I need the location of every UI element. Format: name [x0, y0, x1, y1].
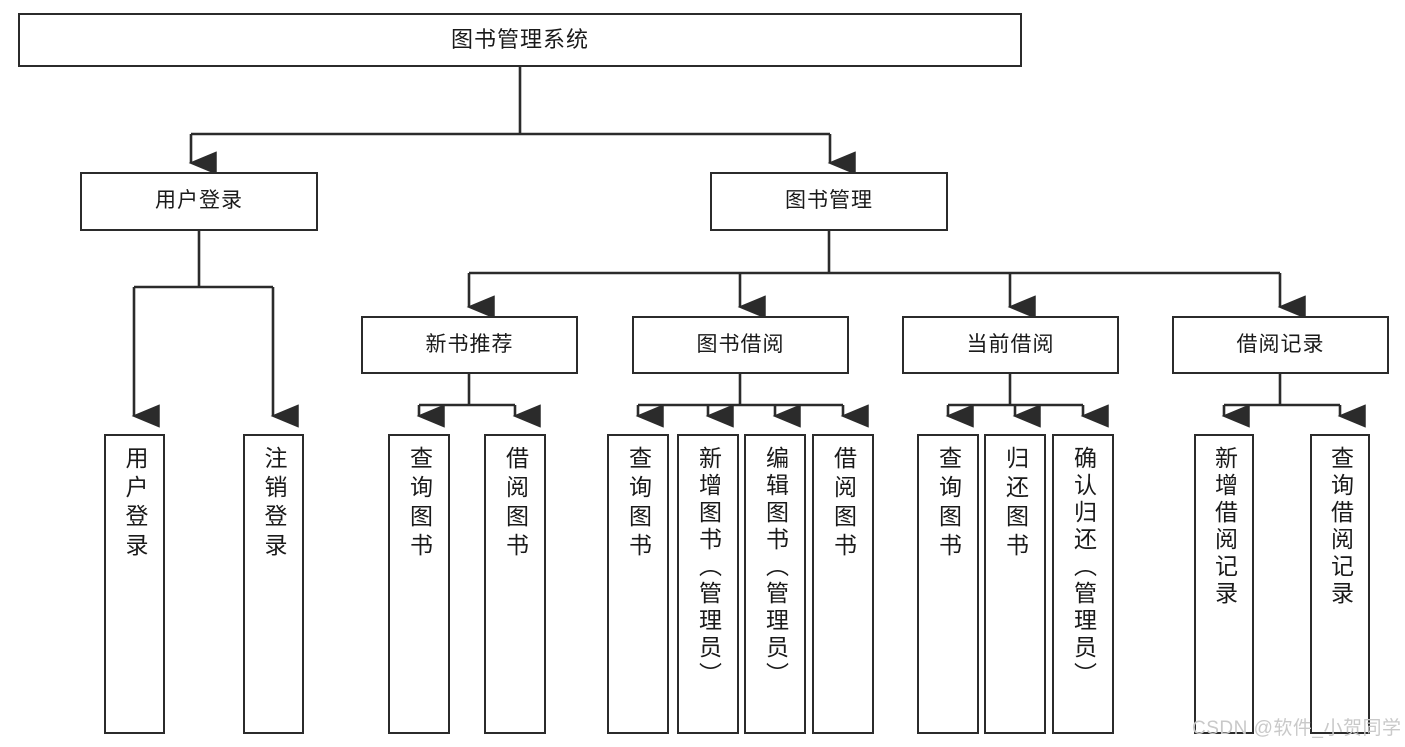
leaf-confirm-return[interactable]: 确认归还（管理员） [1052, 434, 1114, 734]
leaf-query-book-2-label: 查询图书 [625, 446, 652, 562]
leaf-user-logout-label: 注销登录 [261, 446, 287, 562]
node-book-borrow[interactable]: 图书借阅 [632, 316, 849, 374]
node-current-borrow-label: 当前借阅 [966, 332, 1055, 356]
node-book-borrow-label: 图书借阅 [696, 332, 785, 356]
leaf-user-login-label: 用户登录 [122, 446, 148, 562]
node-user-login[interactable]: 用户登录 [80, 172, 318, 231]
leaf-return-book[interactable]: 归还图书 [984, 434, 1046, 734]
leaf-add-record-label: 新增借阅记录 [1211, 446, 1238, 608]
leaf-query-book-2[interactable]: 查询图书 [607, 434, 669, 734]
leaf-borrow-book-1[interactable]: 借阅图书 [484, 434, 546, 734]
csdn-watermark: CSDN @软件_小贺同学 [1192, 718, 1402, 739]
node-book-manage[interactable]: 图书管理 [710, 172, 948, 231]
leaf-query-book-3[interactable]: 查询图书 [917, 434, 979, 734]
node-root[interactable]: 图书管理系统 [18, 13, 1022, 67]
node-new-book-rec-label: 新书推荐 [425, 332, 514, 356]
leaf-borrow-book-1-label: 借阅图书 [502, 446, 529, 562]
leaf-query-book-3-label: 查询图书 [935, 446, 962, 562]
leaf-borrow-book-2[interactable]: 借阅图书 [812, 434, 874, 734]
node-new-book-rec[interactable]: 新书推荐 [361, 316, 578, 374]
leaf-confirm-return-label: 确认归还（管理员） [1070, 446, 1097, 689]
leaf-edit-book-label: 编辑图书（管理员） [762, 446, 789, 689]
node-user-login-label: 用户登录 [155, 189, 243, 213]
leaf-borrow-book-2-label: 借阅图书 [830, 446, 857, 562]
node-current-borrow[interactable]: 当前借阅 [902, 316, 1119, 374]
leaf-return-book-label: 归还图书 [1002, 446, 1029, 562]
leaf-add-record[interactable]: 新增借阅记录 [1194, 434, 1254, 734]
node-borrow-record[interactable]: 借阅记录 [1172, 316, 1389, 374]
leaf-user-login[interactable]: 用户登录 [104, 434, 165, 734]
leaf-add-book-label: 新增图书（管理员） [695, 446, 722, 689]
leaf-add-book[interactable]: 新增图书（管理员） [677, 434, 739, 734]
leaf-query-book-1-label: 查询图书 [406, 446, 433, 562]
leaf-query-record-label: 查询借阅记录 [1327, 446, 1354, 608]
leaf-edit-book[interactable]: 编辑图书（管理员） [744, 434, 806, 734]
node-root-label: 图书管理系统 [450, 27, 589, 53]
leaf-query-book-1[interactable]: 查询图书 [388, 434, 450, 734]
node-borrow-record-label: 借阅记录 [1236, 332, 1325, 356]
node-book-manage-label: 图书管理 [785, 189, 873, 213]
leaf-query-record[interactable]: 查询借阅记录 [1310, 434, 1370, 734]
leaf-user-logout[interactable]: 注销登录 [243, 434, 304, 734]
